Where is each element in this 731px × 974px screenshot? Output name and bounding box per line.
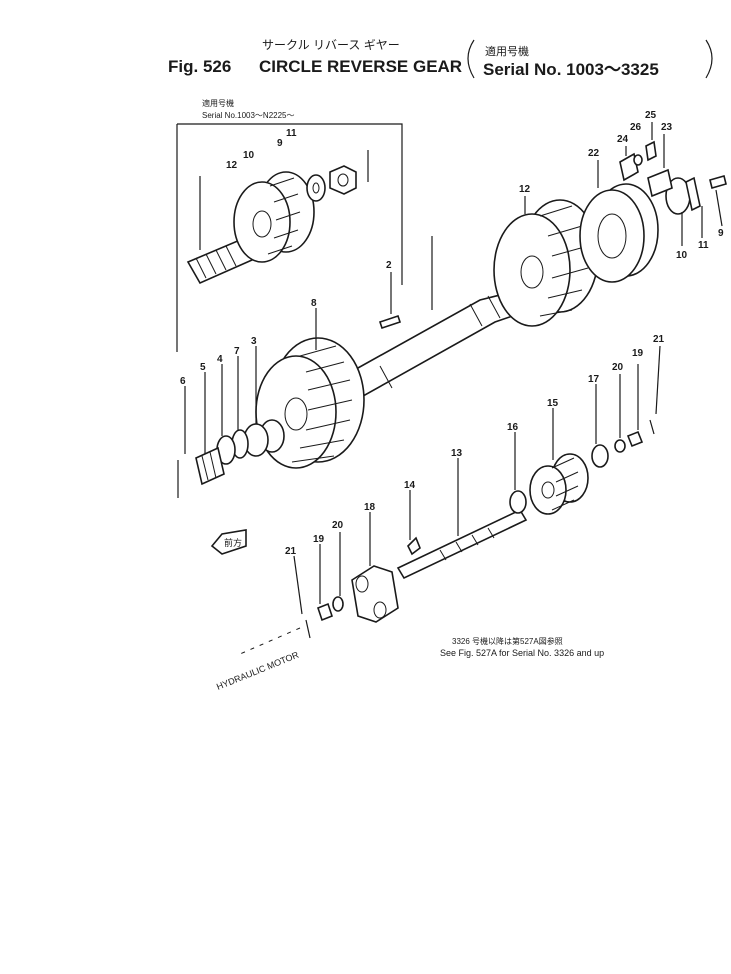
label-21-lower: 21 — [285, 546, 297, 557]
figure-number: Fig. 526 — [168, 57, 231, 76]
title-japanese: サークル リバース ギヤー — [262, 38, 400, 52]
yoke-18 — [351, 512, 399, 623]
label-22: 22 — [588, 148, 600, 159]
note-english: See Fig. 527A for Serial No. 3326 and up — [440, 648, 604, 658]
inset-label-japanese: 適用号機 — [202, 98, 234, 108]
label-25: 25 — [645, 110, 657, 121]
label-20: 20 — [612, 362, 624, 373]
label-9: 9 — [718, 228, 724, 239]
key-14 — [407, 536, 421, 556]
label-14: 14 — [404, 480, 416, 491]
label-4: 4 — [217, 354, 223, 365]
inset-serial: Serial No.1003～N2225～ — [202, 111, 295, 120]
gear-12 — [493, 196, 599, 327]
plate-11 — [685, 176, 703, 238]
pin-6 — [177, 386, 186, 498]
hub-5 — [195, 372, 225, 486]
cover-22 — [579, 160, 659, 283]
collar-3 — [243, 346, 285, 457]
bolt-25 — [645, 122, 657, 162]
title-english: CIRCLE REVERSE GEAR — [259, 57, 462, 76]
washer-20 — [614, 439, 626, 453]
label-9-inset: 9 — [277, 138, 283, 149]
coupling-15 — [529, 408, 589, 515]
label-7: 7 — [234, 346, 240, 357]
label-10-inset: 10 — [243, 150, 255, 161]
shaft-13 — [396, 458, 528, 580]
label-8: 8 — [311, 298, 317, 309]
inset-panel: 適用号機 Serial No.1003～N2225～ — [176, 98, 403, 352]
label-11: 11 — [698, 240, 709, 251]
nut-19 — [626, 430, 644, 448]
note-japanese: 3326 号機以降は第527A図参照 — [452, 636, 563, 646]
label-19: 19 — [632, 348, 644, 359]
label-18: 18 — [364, 502, 376, 513]
washer-20-lower — [332, 596, 344, 612]
label-12: 12 — [519, 184, 531, 195]
motor-centerline — [239, 627, 301, 655]
label-10: 10 — [676, 250, 688, 261]
inset-washer-10 — [306, 174, 326, 202]
inset-frame — [176, 123, 403, 352]
label-15: 15 — [547, 398, 559, 409]
washer-17 — [591, 444, 609, 468]
inset-nut-9 — [329, 165, 357, 195]
label-20-lower: 20 — [332, 520, 344, 531]
close-paren — [705, 39, 713, 79]
part-labels: 11 9 10 12 2 8 3 7 4 5 6 12 22 24 26 25 … — [180, 110, 724, 557]
label-12-inset: 12 — [226, 160, 238, 171]
label-11-inset: 11 — [286, 128, 297, 139]
label-16: 16 — [507, 422, 519, 433]
bolt-9 — [709, 175, 727, 227]
label-6: 6 — [180, 376, 186, 387]
hydraulic-motor-label: HYDRAULIC MOTOR — [215, 649, 301, 691]
label-13: 13 — [451, 448, 463, 459]
label-3: 3 — [251, 336, 257, 347]
label-26: 26 — [630, 122, 642, 133]
label-5: 5 — [200, 362, 206, 373]
nut-19-lower — [317, 602, 333, 622]
inset-gear-12 — [233, 171, 315, 263]
pin-21-lower — [305, 619, 311, 639]
washer-26 — [633, 154, 643, 166]
label-23: 23 — [661, 122, 673, 133]
label-19-lower: 19 — [313, 534, 325, 545]
label-24: 24 — [617, 134, 629, 145]
key-2 — [378, 272, 402, 330]
pin-21 — [649, 419, 655, 435]
serial-range: Serial No. 1003～3325 — [483, 60, 659, 79]
pin-23 — [647, 134, 673, 198]
direction-tag: 前方 — [210, 529, 247, 555]
direction-tag-text: 前方 — [224, 537, 242, 548]
label-17: 17 — [588, 374, 600, 385]
label-2: 2 — [386, 260, 392, 271]
washer-16 — [509, 490, 527, 514]
label-21: 21 — [653, 334, 665, 345]
serial-label-japanese: 適用号機 — [485, 44, 529, 58]
open-paren — [467, 39, 475, 79]
